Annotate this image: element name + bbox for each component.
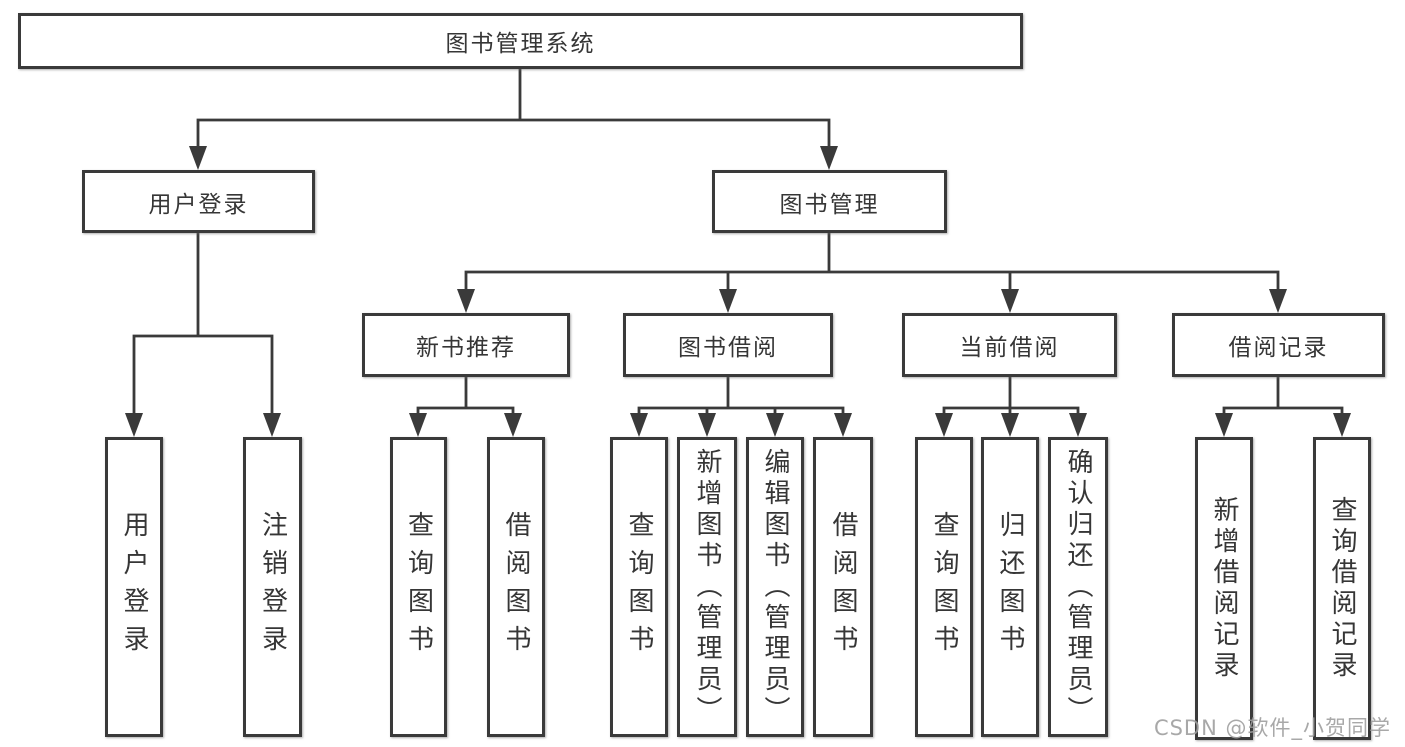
connector-book-borrowing (630, 375, 852, 437)
node-leaf-query-borrow-record: 查询借阅记录 (1313, 437, 1371, 740)
node-leaf-query-books-1: 查询图书 (390, 437, 447, 737)
node-leaf-borrow-books-2: 借阅图书 (813, 437, 873, 737)
node-leaf-query-books-2: 查询图书 (610, 437, 668, 737)
arrow-down-icon (698, 413, 716, 437)
node-book-borrowing: 图书借阅 (623, 313, 833, 377)
node-leaf-add-books-admin-label: 新增图书（管理员） (692, 447, 722, 727)
connector-new-book-recommend (409, 375, 522, 437)
connector-user-login (125, 231, 281, 437)
arrow-down-icon (504, 413, 522, 437)
arrow-down-icon (125, 413, 143, 437)
node-leaf-edit-books-admin: 编辑图书（管理员） (746, 437, 804, 737)
node-book-management-label: 图书管理 (779, 191, 880, 218)
node-leaf-query-books-2-label: 查询图书 (624, 511, 654, 663)
arrow-down-icon (457, 289, 475, 313)
node-user-login: 用户登录 (82, 170, 315, 233)
arrow-down-icon (935, 413, 953, 437)
node-leaf-logout: 注销登录 (243, 437, 302, 737)
node-leaf-query-borrow-record-label: 查询借阅记录 (1327, 495, 1357, 682)
node-borrowing-records: 借阅记录 (1172, 313, 1385, 377)
node-leaf-user-login: 用户登录 (105, 437, 163, 737)
node-book-borrowing-label: 图书借阅 (678, 335, 778, 361)
node-leaf-borrow-books-1-label: 借阅图书 (501, 511, 531, 663)
node-leaf-confirm-return-admin: 确认归还（管理员） (1048, 437, 1108, 737)
node-leaf-return-books: 归还图书 (981, 437, 1039, 737)
node-leaf-edit-books-admin-label: 编辑图书（管理员） (760, 447, 790, 727)
node-leaf-add-borrow-record-label: 新增借阅记录 (1209, 495, 1239, 682)
node-leaf-user-login-label: 用户登录 (119, 511, 149, 663)
connector-root (189, 67, 838, 170)
node-leaf-query-books-3: 查询图书 (915, 437, 973, 737)
arrow-down-icon (1069, 413, 1087, 437)
node-leaf-borrow-books-2-label: 借阅图书 (828, 511, 858, 663)
arrow-down-icon (1269, 289, 1287, 313)
node-leaf-add-borrow-record: 新增借阅记录 (1195, 437, 1253, 740)
arrow-down-icon (1001, 413, 1019, 437)
node-new-book-recommend-label: 新书推荐 (416, 335, 516, 361)
arrow-down-icon (409, 413, 427, 437)
connector-borrowing-records (1215, 375, 1351, 437)
arrow-down-icon (630, 413, 648, 437)
node-leaf-return-books-label: 归还图书 (995, 511, 1025, 663)
node-leaf-borrow-books-1: 借阅图书 (487, 437, 545, 737)
arrow-down-icon (1001, 289, 1019, 313)
arrow-down-icon (189, 146, 207, 170)
arrow-down-icon (1215, 413, 1233, 437)
arrow-down-icon (263, 413, 281, 437)
node-leaf-query-books-1-label: 查询图书 (403, 511, 434, 663)
arrow-down-icon (834, 413, 852, 437)
node-root-label: 图书管理系统 (445, 31, 596, 57)
arrow-down-icon (820, 146, 838, 170)
watermark-text: CSDN @软件_小贺同学 (1153, 716, 1391, 740)
connector-book-management (457, 231, 1287, 313)
arrow-down-icon (1333, 413, 1351, 437)
arrow-down-icon (766, 413, 784, 437)
node-book-management: 图书管理 (712, 170, 947, 233)
node-root: 图书管理系统 (18, 13, 1023, 69)
node-new-book-recommend: 新书推荐 (362, 313, 570, 377)
node-leaf-confirm-return-admin-label: 确认归还（管理员） (1063, 447, 1093, 727)
arrow-down-icon (719, 289, 737, 313)
node-leaf-add-books-admin: 新增图书（管理员） (677, 437, 737, 737)
node-leaf-query-books-3-label: 查询图书 (929, 511, 959, 663)
node-current-borrowing: 当前借阅 (902, 313, 1117, 377)
node-current-borrowing-label: 当前借阅 (959, 335, 1060, 361)
node-leaf-logout-label: 注销登录 (257, 511, 288, 663)
node-user-login-label: 用户登录 (148, 191, 249, 218)
node-borrowing-records-label: 借阅记录 (1228, 335, 1329, 361)
connector-current-borrowing (935, 375, 1087, 437)
